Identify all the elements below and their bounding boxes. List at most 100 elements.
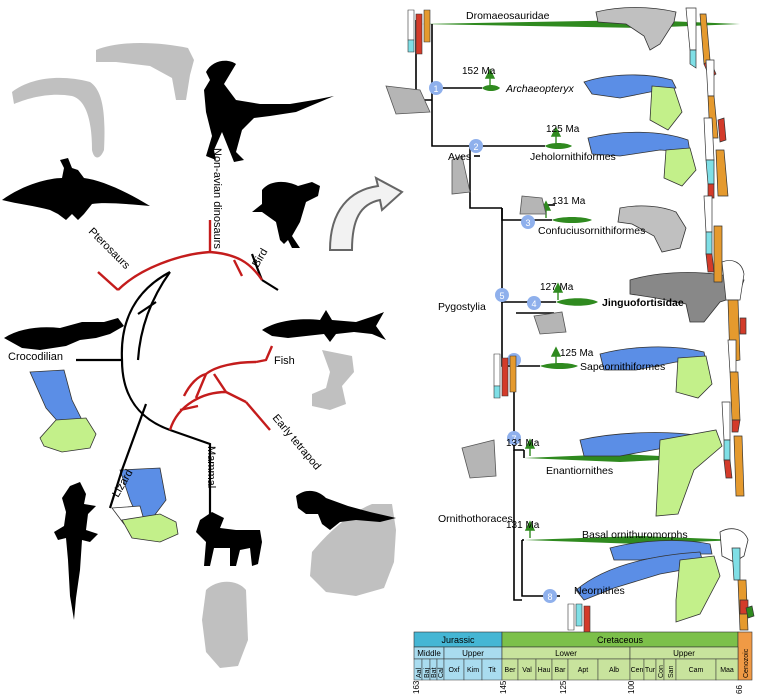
stage-hau: Hau <box>538 667 551 674</box>
label-bird: Bird <box>250 247 270 270</box>
limb-icon-jeholornithiformes <box>703 117 729 199</box>
grey-icon-node2 <box>451 155 471 195</box>
crocodilian-silhouette <box>4 318 124 350</box>
stage-alb: Alb <box>609 667 619 674</box>
range-sapeornithiformes <box>540 363 578 369</box>
node-7 <box>507 431 521 445</box>
node-3 <box>521 215 535 229</box>
stage-san: San <box>668 665 675 678</box>
limb-icon-neornithes <box>731 547 755 631</box>
pterosaur-silhouette <box>2 158 150 220</box>
grey-bone-tetrapod <box>310 504 396 596</box>
clade-dromaeosauridae: Dromaeosauridae <box>466 10 550 22</box>
node-5 <box>495 288 509 302</box>
range-jeholornithiformes <box>545 143 572 149</box>
small-stem-icons <box>407 9 591 633</box>
grey-bone-ptero <box>12 77 105 158</box>
tick-125: 125 <box>559 680 568 694</box>
label-early-tetrapod: Early tetrapod <box>270 412 323 472</box>
age-arrows <box>484 68 564 538</box>
limb-icons <box>685 7 755 631</box>
stage-con: Con <box>658 665 665 678</box>
period-cenozoic-label: Cenozoic <box>743 648 750 678</box>
age-arrow-jinguofortisidae <box>552 282 564 300</box>
grey-bone-mammal <box>202 581 248 668</box>
stage-cal: Cal <box>438 667 445 678</box>
blue-bone-neornithes <box>575 551 705 601</box>
tick-163: 163 <box>412 680 421 694</box>
tick-66: 66 <box>735 685 744 694</box>
clade-bones <box>575 7 749 623</box>
epoch-middle-label: Middle <box>417 649 441 658</box>
node-8-label: 8 <box>547 592 552 602</box>
label-pterosaurs: Pterosaurs <box>86 226 132 272</box>
age-basal-ornithuromorphs: 131 Ma <box>506 520 540 531</box>
node-8 <box>543 589 557 603</box>
clade-enantiornithes: Enantiornithes <box>546 465 613 477</box>
age-confuciusornithiformes: 131 Ma <box>552 196 586 207</box>
tree-black-branches <box>76 253 279 520</box>
early-tetrapod-silhouette <box>296 490 396 530</box>
epoch-upper-k-label: Upper <box>673 649 695 658</box>
clade-archaeopteryx: Archaeopteryx <box>505 83 574 95</box>
stage-val: Val <box>522 667 532 674</box>
age-enantiornithes: 131 Ma <box>506 438 540 449</box>
lizard-silhouette <box>54 482 98 620</box>
grey-icon-node1 <box>385 85 431 115</box>
clade-confuciusornithiformes: Confuciusornithiformes <box>538 225 645 237</box>
stem-icon-top <box>407 9 431 55</box>
stage-oxf: Oxf <box>449 667 460 674</box>
stage-aal: Aal <box>416 667 423 678</box>
range-enantiornithes <box>524 454 700 462</box>
grey-icon-node7 <box>461 439 497 479</box>
green-bone-lizard <box>121 513 179 543</box>
node-label-aves: Aves <box>448 151 471 163</box>
label-mammal: Mammal <box>205 446 217 488</box>
grey-icon-node4 <box>533 311 567 335</box>
label-crocodilian: Crocodilian <box>8 351 63 363</box>
tick-100: 100 <box>627 680 636 694</box>
node-4 <box>527 296 541 310</box>
right-panel-cladogram: 1 2 3 4 5 6 7 8 <box>385 7 755 633</box>
clade-basal-ornithuromorphs: Basal ornithuromorphs <box>582 529 688 541</box>
stage-bar: Bar <box>555 667 567 674</box>
stage-bat: Bat <box>431 667 438 678</box>
blue-bone-jeholornithiformes <box>587 131 691 157</box>
green-bone-neornithes <box>675 555 721 623</box>
stage-apt: Apt <box>578 667 589 674</box>
clade-jinguofortisidae: Jinguofortisidae <box>602 297 684 309</box>
blue-bone-sapeornithiformes <box>599 346 707 371</box>
stage-baj: Baj <box>424 667 431 678</box>
stage-ber: Ber <box>505 667 517 674</box>
tree-red-branches <box>97 220 274 431</box>
age-arrow-jeholornithiformes <box>550 126 562 144</box>
grey-node-icons <box>385 85 567 479</box>
tick-145: 145 <box>499 680 508 694</box>
stem-icon-neornithes <box>567 603 591 633</box>
age-arrow-archaeopteryx <box>484 68 496 86</box>
stage-tur: Tur <box>645 667 656 674</box>
node-2-label: 2 <box>473 142 478 152</box>
blue-bone-crocodilian <box>29 369 83 425</box>
stage-kim: Kim <box>467 667 479 674</box>
white-arrow-bird <box>328 176 404 251</box>
bird-silhouette <box>252 181 320 248</box>
dinosaur-silhouette <box>204 60 334 162</box>
grey-bone-dromaeosauridae <box>595 7 677 51</box>
grey-bone-confuciusornithiformes <box>617 205 687 253</box>
stage-cam: Cam <box>689 667 704 674</box>
stem-icon-mid <box>493 353 517 399</box>
epoch-lower-label: Lower <box>555 649 577 658</box>
node-label-pygostylia: Pygostylia <box>438 301 486 313</box>
grey-bone-top <box>96 43 194 100</box>
node-3-label: 3 <box>525 218 530 228</box>
period-jurassic-label: Jurassic <box>441 635 475 645</box>
node-1 <box>429 81 443 95</box>
node-2 <box>469 139 483 153</box>
left-panel-circular-tree: Non-avian dinosaurs Bird Pterosaurs Croc… <box>2 43 404 668</box>
green-bone-enantiornithes <box>655 429 723 517</box>
node-label-ornithothoraces: Ornithothoraces <box>438 513 513 525</box>
range-confuciusornithiformes <box>552 217 592 223</box>
clade-jeholornithiformes: Jeholornithiformes <box>530 151 616 163</box>
